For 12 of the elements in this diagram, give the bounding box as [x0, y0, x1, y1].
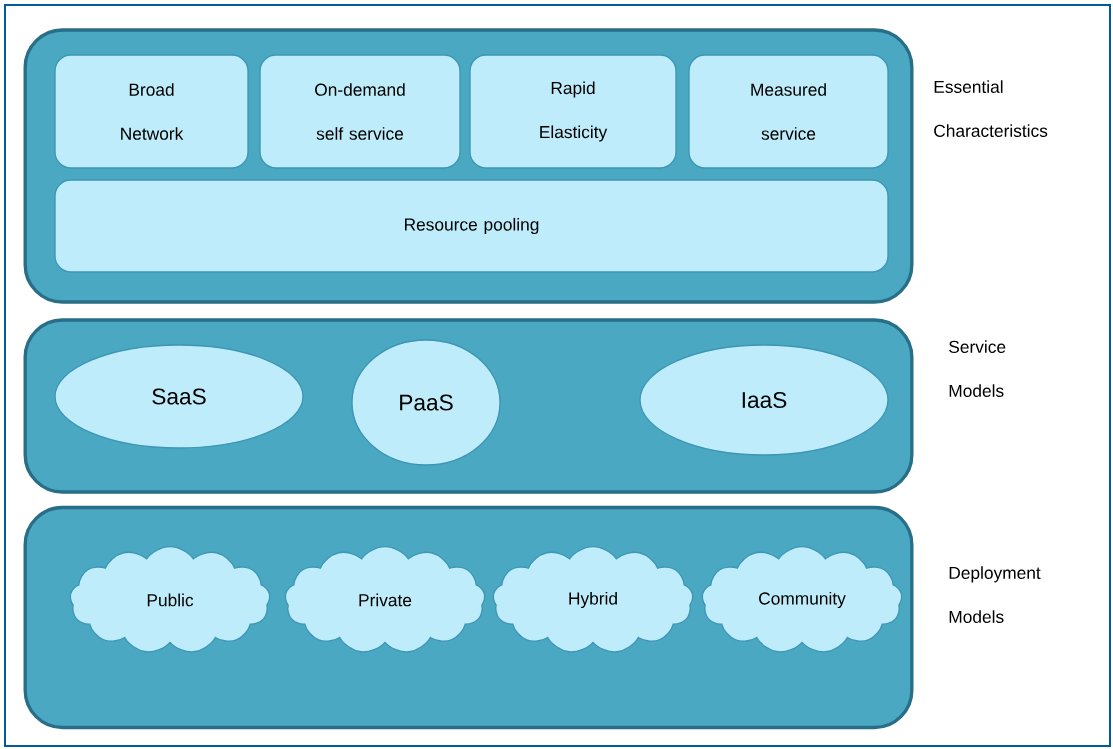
deployment-cloud: Hybrid	[492, 546, 694, 653]
band-heading: Essential Characteristics	[934, 80, 1048, 137]
characteristic-box: Rapid Elasticity	[469, 54, 677, 169]
deployment-cloud: Public	[69, 546, 271, 653]
characteristic-box: Broad Network	[54, 54, 249, 169]
band-heading: Deployment Models	[949, 566, 1041, 623]
characteristic-box: Resource pooling	[54, 179, 889, 273]
deployment-cloud: Private	[284, 546, 486, 653]
characteristic-box: On-demand self service	[259, 54, 461, 169]
band-heading: Service Models	[949, 340, 1006, 397]
characteristic-box: Measured service	[688, 54, 889, 169]
deployment-cloud: Community	[701, 546, 903, 653]
